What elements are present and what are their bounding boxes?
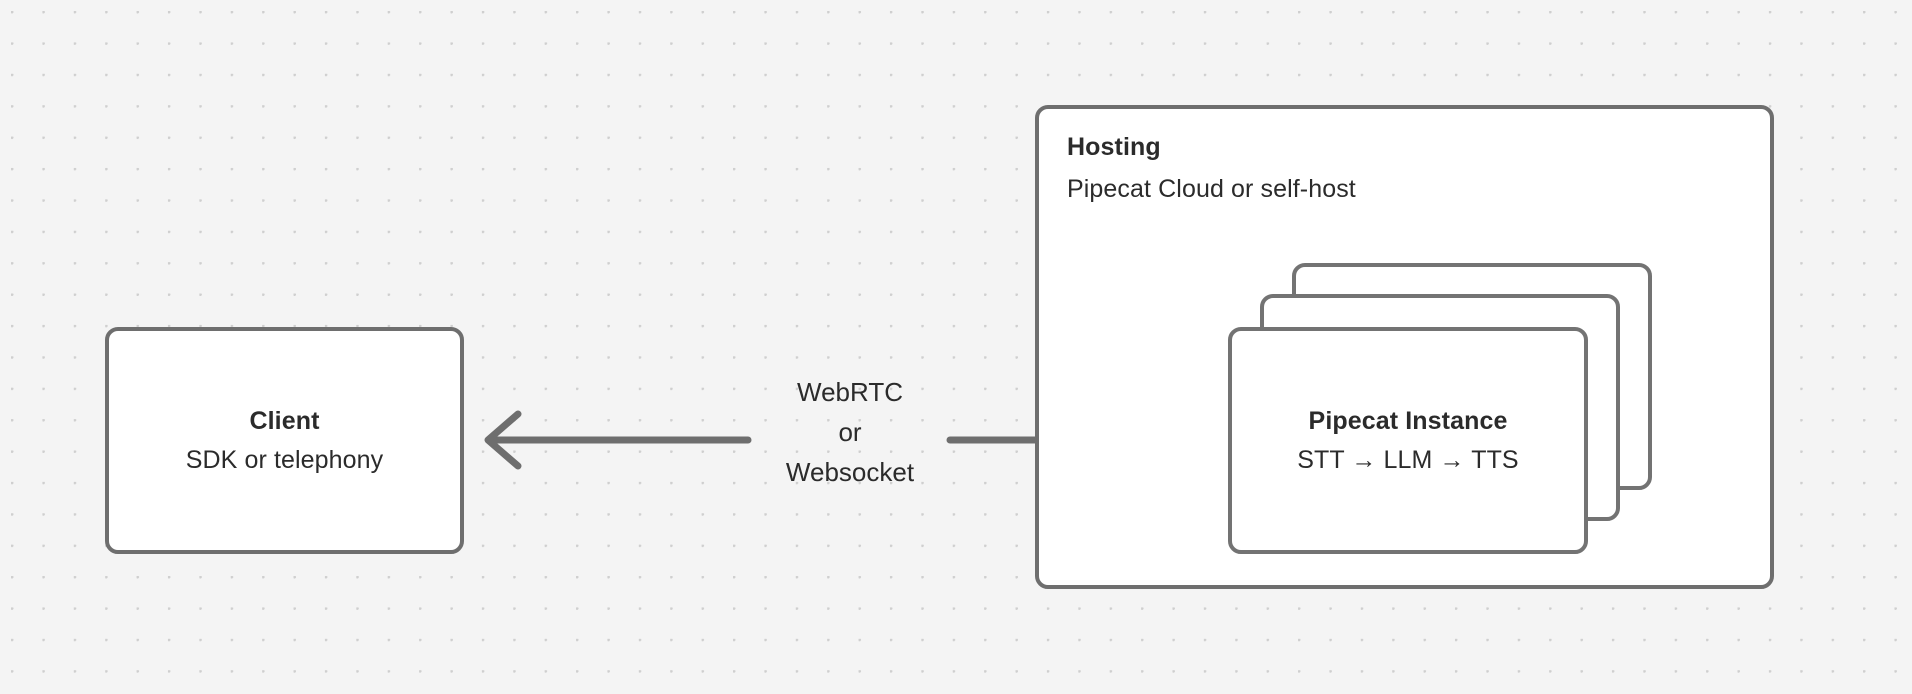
client-node-title: Client (249, 407, 320, 435)
client-node-subtitle: SDK or telephony (185, 446, 384, 474)
hosting-node-subtitle: Pipecat Cloud or self-host (1067, 175, 1356, 203)
pipecat-instance-card-front[interactable]: Pipecat Instance STT → LLM → TTS (1228, 327, 1588, 554)
pipecat-instance-title: Pipecat Instance (1308, 407, 1508, 435)
connection-label-line-1: WebRTC (797, 377, 903, 407)
hosting-node-header: Hosting Pipecat Cloud or self-host (1067, 131, 1356, 205)
hosting-node-title: Hosting (1067, 133, 1161, 161)
pipecat-instance-pipeline: STT → LLM → TTS (1297, 446, 1519, 474)
arrow-to-client-icon (484, 410, 752, 470)
client-node[interactable]: Client SDK or telephony (105, 327, 464, 554)
